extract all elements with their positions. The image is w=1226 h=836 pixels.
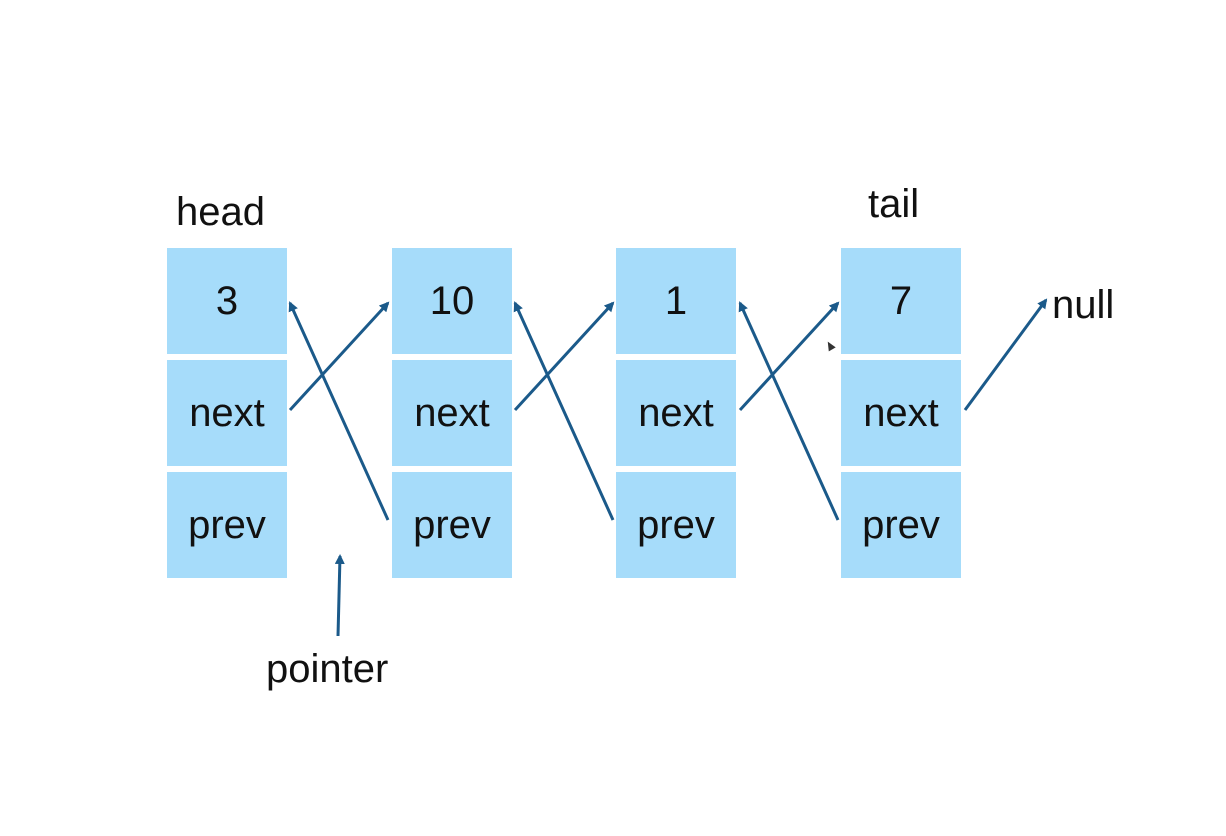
list-node-3: 3 next prev — [167, 248, 287, 578]
list-node-1: 1 next prev — [616, 248, 736, 578]
pointer-arrow — [334, 554, 345, 637]
head-label: head — [176, 190, 265, 234]
next-arrow-10-to-1 — [513, 301, 615, 412]
node-next-cell: next — [392, 360, 512, 466]
node-next-cell: next — [616, 360, 736, 466]
node-prev-cell: prev — [841, 472, 961, 578]
tail-label: tail — [868, 182, 920, 226]
node-value-cell: 10 — [392, 248, 512, 354]
node-prev-cell: prev — [167, 472, 287, 578]
node-prev-cell: prev — [392, 472, 512, 578]
next-arrow-7-to-null — [963, 298, 1048, 411]
prev-arrow-7-to-1 — [738, 301, 840, 521]
list-node-10: 10 next prev — [392, 248, 512, 578]
prev-arrow-10-to-3 — [288, 301, 390, 521]
node-prev-cell: prev — [616, 472, 736, 578]
pointer-label: pointer — [266, 647, 389, 691]
prev-arrow-1-to-10 — [513, 301, 615, 521]
node-value-cell: 1 — [616, 248, 736, 354]
next-arrow-3-to-10 — [288, 301, 390, 412]
node-next-cell: next — [841, 360, 961, 466]
node-value-cell: 7 — [841, 248, 961, 354]
node-next-cell: next — [167, 360, 287, 466]
null-label: null — [1052, 283, 1115, 327]
node-value-cell: 3 — [167, 248, 287, 354]
list-node-7: 7 next prev — [841, 248, 961, 578]
mouse-cursor-icon — [824, 339, 836, 352]
next-arrow-1-to-7 — [738, 301, 840, 412]
